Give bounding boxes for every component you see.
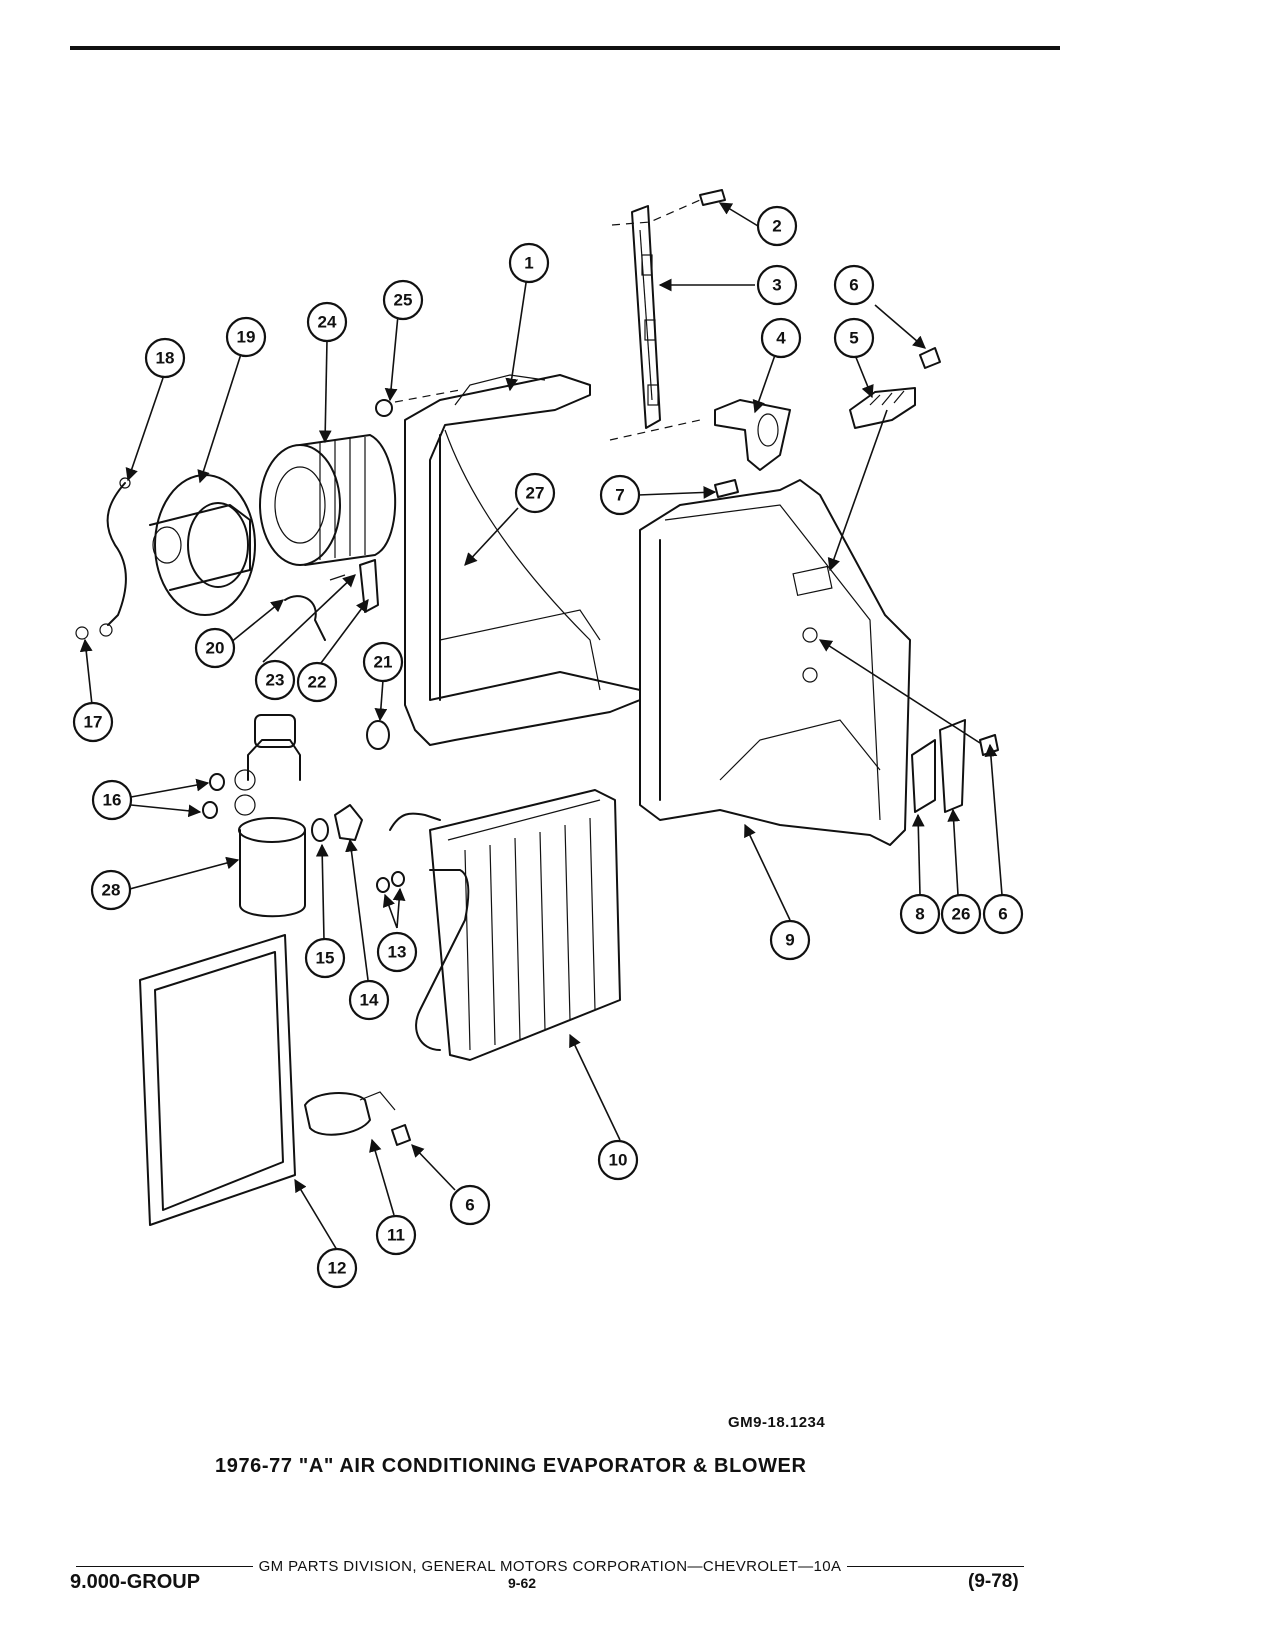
- wire-harness-drawing: [75, 477, 131, 640]
- leader-lines: [79, 202, 1003, 1251]
- callout-6-right: 6: [982, 893, 1024, 935]
- callout-24: 24: [306, 301, 348, 343]
- callout-1: 1: [508, 242, 550, 284]
- callout-10: 10: [597, 1139, 639, 1181]
- svg-text:6: 6: [998, 905, 1007, 924]
- svg-text:15: 15: [316, 949, 335, 968]
- svg-text:14: 14: [360, 991, 379, 1010]
- evaporator-core-drawing: [389, 789, 621, 1061]
- blower-motor-drawing: [149, 474, 256, 616]
- footer-group: 9.000-GROUP: [70, 1571, 201, 1593]
- footer-rule-right: [847, 1566, 1024, 1567]
- svg-text:22: 22: [308, 673, 327, 692]
- duct-adapter-drawing: [911, 719, 966, 813]
- top-rule: [70, 46, 1060, 50]
- svg-text:7: 7: [615, 486, 624, 505]
- figure-title: 1976-77 "A" AIR CONDITIONING EVAPORATOR …: [215, 1455, 807, 1477]
- footer-page-number: 9-62: [508, 1575, 537, 1591]
- svg-text:23: 23: [266, 671, 285, 690]
- svg-text:20: 20: [206, 639, 225, 658]
- svg-text:25: 25: [394, 291, 413, 310]
- svg-text:3: 3: [772, 276, 781, 295]
- clamp-drawing: [304, 1091, 396, 1136]
- screws-drawing: [375, 189, 999, 1146]
- svg-text:4: 4: [776, 329, 786, 348]
- figure-reference-code: GM9-18.1234: [728, 1414, 826, 1431]
- cover-plate-drawing: [849, 387, 916, 429]
- svg-text:10: 10: [609, 1151, 628, 1170]
- svg-text:28: 28: [102, 881, 121, 900]
- svg-text:18: 18: [156, 349, 175, 368]
- footer-revision-date: (9-78): [968, 1571, 1019, 1592]
- callout-13: 13: [376, 931, 418, 973]
- callout-2: 2: [756, 205, 798, 247]
- callout-20: 20: [194, 627, 236, 669]
- callout-9: 9: [769, 919, 811, 961]
- svg-text:8: 8: [915, 905, 924, 924]
- blower-wheel-drawing: [259, 434, 397, 566]
- svg-text:2: 2: [772, 217, 781, 236]
- svg-text:6: 6: [849, 276, 858, 295]
- svg-text:11: 11: [387, 1226, 405, 1245]
- callout-3: 3: [756, 264, 798, 306]
- callout-12: 12: [316, 1247, 358, 1289]
- callout-23: 23: [254, 659, 296, 701]
- callout-22: 22: [296, 661, 338, 703]
- accumulator-drawing: [234, 714, 306, 918]
- blower-case-drawing: [404, 374, 641, 746]
- footer-publisher-text: GM PARTS DIVISION, GENERAL MOTORS CORPOR…: [258, 1558, 842, 1575]
- callout-17: 17: [72, 701, 114, 743]
- evaporator-case-drawing: [639, 479, 911, 846]
- callout-28: 28: [90, 869, 132, 911]
- svg-text:26: 26: [952, 905, 971, 924]
- svg-text:19: 19: [237, 328, 256, 347]
- svg-text:13: 13: [388, 943, 407, 962]
- footer-rule-left: [76, 1566, 253, 1567]
- seal-strip-drawing: [631, 205, 661, 429]
- svg-text:24: 24: [318, 313, 337, 332]
- callout-18: 18: [144, 337, 186, 379]
- callout-16: 16: [91, 779, 133, 821]
- svg-text:9: 9: [785, 931, 794, 950]
- svg-text:21: 21: [374, 653, 393, 672]
- callout-4: 4: [760, 317, 802, 359]
- callout-6-bottom: 6: [449, 1184, 491, 1226]
- callout-19: 19: [225, 316, 267, 358]
- footer-publisher-line: GM PARTS DIVISION, GENERAL MOTORS CORPOR…: [70, 1558, 1030, 1575]
- svg-text:16: 16: [103, 791, 122, 810]
- svg-text:5: 5: [849, 329, 858, 348]
- svg-text:27: 27: [526, 484, 545, 503]
- svg-text:17: 17: [84, 713, 103, 732]
- svg-text:6: 6: [465, 1196, 474, 1215]
- o-rings-drawing: [202, 773, 405, 893]
- callout-11: 11: [375, 1214, 417, 1256]
- callout-25: 25: [382, 279, 424, 321]
- callout-21: 21: [362, 641, 404, 683]
- callout-15: 15: [304, 937, 346, 979]
- bracket-drawing: [714, 399, 791, 471]
- grommet-drawing: [366, 720, 390, 750]
- svg-text:12: 12: [328, 1259, 347, 1278]
- callout-8: 8: [899, 893, 941, 935]
- callout-6-top: 6: [833, 264, 875, 306]
- gasket-drawing: [139, 934, 296, 1226]
- callout-7: 7: [599, 474, 641, 516]
- callout-14: 14: [348, 979, 390, 1021]
- svg-text:1: 1: [524, 254, 533, 273]
- alignment-lines: [394, 199, 701, 441]
- callout-27: 27: [514, 472, 556, 514]
- callout-5: 5: [833, 317, 875, 359]
- callout-26: 26: [940, 893, 982, 935]
